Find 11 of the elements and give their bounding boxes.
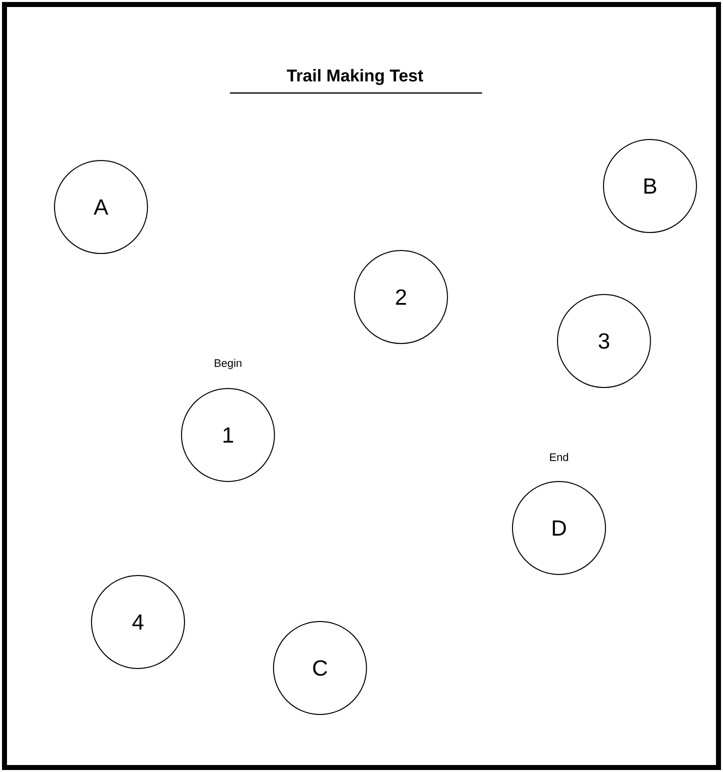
circle-node: D bbox=[512, 481, 606, 575]
node-caption: End bbox=[550, 452, 568, 462]
circle-node: 4 bbox=[91, 575, 185, 669]
circle-node: A bbox=[54, 160, 148, 254]
node-caption: Begin bbox=[214, 358, 242, 370]
circle-node: 3 bbox=[557, 294, 651, 388]
title: Trail Making Test bbox=[286, 69, 424, 85]
circle-node: C bbox=[273, 621, 367, 715]
circle-node: 1 bbox=[181, 388, 275, 482]
circle-node: 2 bbox=[354, 250, 448, 344]
circle-node: B bbox=[603, 139, 697, 233]
